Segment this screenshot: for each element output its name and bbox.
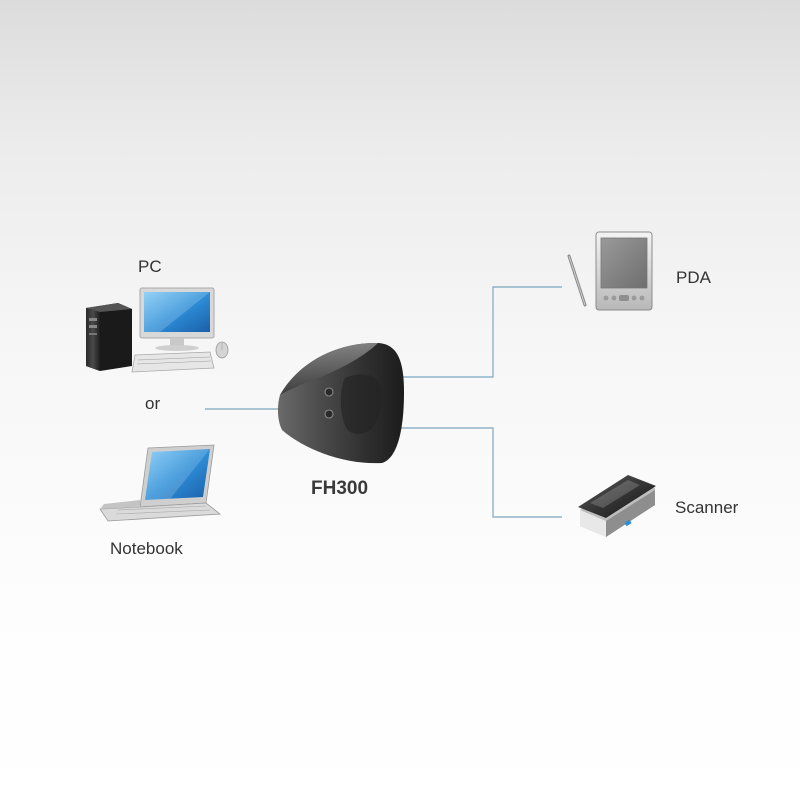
laptop-icon <box>99 444 222 522</box>
pc-label: PC <box>138 257 162 276</box>
hub-label: FH300 <box>311 478 369 499</box>
connector-pda <box>400 286 562 378</box>
desktop-pc-icon <box>86 287 229 373</box>
scanner-label: Scanner <box>675 498 739 517</box>
pda-label: PDA <box>676 268 711 287</box>
usb-hub-icon <box>277 342 404 464</box>
or-text: or <box>145 394 161 413</box>
notebook-label: Notebook <box>110 539 183 558</box>
connector-lines <box>205 286 562 518</box>
scanner-icon <box>578 475 656 537</box>
pda-icon <box>567 231 653 311</box>
connector-scanner <box>400 427 562 518</box>
